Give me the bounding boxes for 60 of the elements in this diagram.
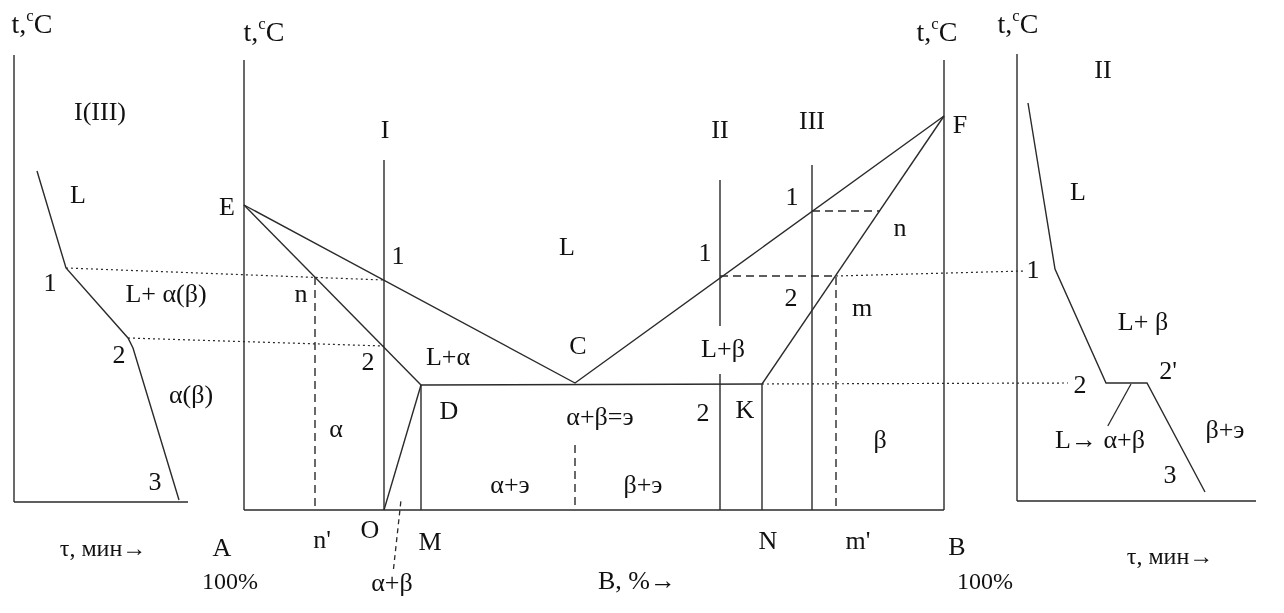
- axis-label: τ, мин→: [59, 536, 147, 560]
- point-label: 2: [784, 285, 798, 311]
- point-label: m: [851, 295, 873, 321]
- point-label: 3: [1163, 462, 1177, 488]
- point-label: M: [418, 529, 442, 555]
- point-label: 2: [361, 349, 375, 375]
- axis-label: t,$^{c}$C: [11, 10, 53, 38]
- phase-label: L+ β: [1117, 309, 1169, 335]
- phase-label: L+α: [425, 344, 471, 370]
- axis-label: t,$^{c}$C: [997, 10, 1039, 38]
- axis-label: B, %→: [598, 568, 676, 594]
- alloy-label: III: [799, 108, 825, 134]
- point-label: 2: [696, 400, 710, 426]
- axis-label: t,$^{c}$C: [916, 18, 958, 46]
- phase-label: L: [70, 182, 86, 208]
- percent-label: 100%: [202, 569, 258, 593]
- point-label: E: [219, 194, 235, 220]
- point-label: F: [952, 112, 968, 138]
- point-label: O: [360, 517, 380, 543]
- point-label: 1: [785, 184, 799, 210]
- component-label: A: [212, 535, 232, 561]
- point-label: 1: [698, 240, 712, 266]
- phase-label: β: [873, 427, 887, 453]
- alloy-label: II: [1094, 57, 1112, 83]
- percent-label: 100%: [957, 569, 1013, 593]
- leader-line: [392, 499, 402, 570]
- point-label: 2: [112, 342, 126, 368]
- phase-label: α+β: [371, 570, 413, 596]
- phase-label: L+β: [701, 336, 745, 362]
- point-label: n: [893, 215, 907, 241]
- point-label: 1: [43, 270, 57, 296]
- phase-label: L: [1070, 179, 1086, 205]
- phase-label: β+э: [623, 472, 663, 498]
- point-label: 1: [391, 243, 405, 269]
- phase-label: L→ α+β: [1055, 427, 1145, 453]
- phase-label: β+э: [1205, 417, 1245, 443]
- phase-label: α+β=э: [566, 404, 634, 430]
- axis-label: t,$^{c}$C: [243, 18, 285, 46]
- alloy-label: II: [711, 117, 729, 143]
- point-label: 2': [1159, 358, 1177, 384]
- alloy-label: I: [380, 117, 390, 143]
- phase-label: L: [559, 234, 575, 260]
- alloy-label: I(III): [74, 99, 126, 125]
- phase-label: α: [329, 416, 343, 442]
- axis-label: τ, мин→: [1126, 544, 1214, 568]
- point-label: 3: [148, 469, 162, 495]
- point-label: N: [758, 528, 778, 554]
- component-label: B: [948, 534, 966, 560]
- point-label: 2: [1073, 372, 1087, 398]
- leader-line: [1107, 383, 1132, 427]
- point-label: 1: [1026, 257, 1040, 283]
- point-label: n: [294, 281, 308, 307]
- point-label: C: [569, 333, 587, 359]
- phase-label: α+э: [490, 472, 530, 498]
- point-label: m': [845, 528, 871, 554]
- point-label: n': [313, 527, 331, 553]
- phase-label: α(β): [168, 382, 214, 408]
- point-label: K: [735, 397, 755, 423]
- point-label: D: [439, 398, 459, 424]
- phase-label: L+ α(β): [125, 281, 207, 307]
